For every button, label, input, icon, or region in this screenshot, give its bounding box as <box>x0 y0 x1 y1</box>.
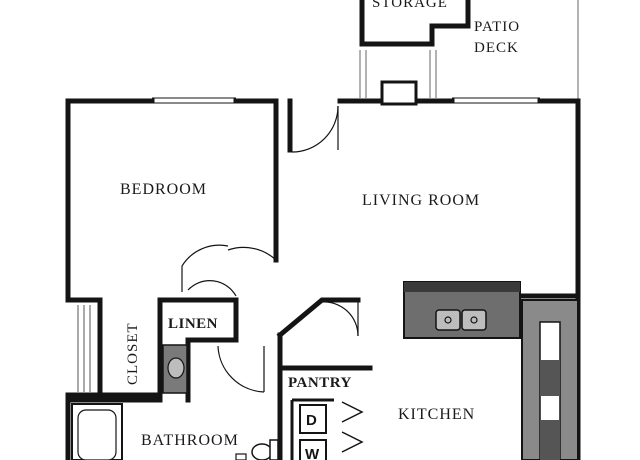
patio-outline <box>359 0 579 100</box>
interior-walls <box>65 98 581 460</box>
toilet-icon <box>251 439 279 460</box>
windows <box>152 97 540 104</box>
storage-label: STORAGE <box>372 0 448 11</box>
patio-door-frame <box>380 80 418 106</box>
pantry-label: PANTRY <box>288 375 352 391</box>
bathtub-icon <box>71 403 123 460</box>
kitchen-sink-icon <box>435 309 487 331</box>
bathroom-sink-icon <box>162 344 188 394</box>
bath-wall-sconce <box>235 453 247 460</box>
pantry-shelves <box>341 401 364 453</box>
washer-icon <box>299 439 327 460</box>
dryer-label: D <box>306 412 317 429</box>
deck-label: DECK <box>474 40 519 56</box>
bathroom-label: BATHROOM <box>141 432 239 449</box>
laundry-frame <box>290 398 334 460</box>
patio-label: PATIO <box>474 19 520 35</box>
kitchen-label: KITCHEN <box>398 406 475 423</box>
dryer-icon <box>299 404 327 434</box>
closet-shelving <box>77 305 91 392</box>
storage-walls <box>359 0 471 47</box>
bedroom-label: BEDROOM <box>120 181 207 198</box>
linen-label: LINEN <box>168 316 218 332</box>
living-room-label: LIVING ROOM <box>362 192 480 209</box>
washer-label: W <box>305 446 320 460</box>
kitchen-right-counter <box>521 299 579 460</box>
closet-label: CLOSET <box>125 322 141 385</box>
door-swings <box>181 105 359 393</box>
